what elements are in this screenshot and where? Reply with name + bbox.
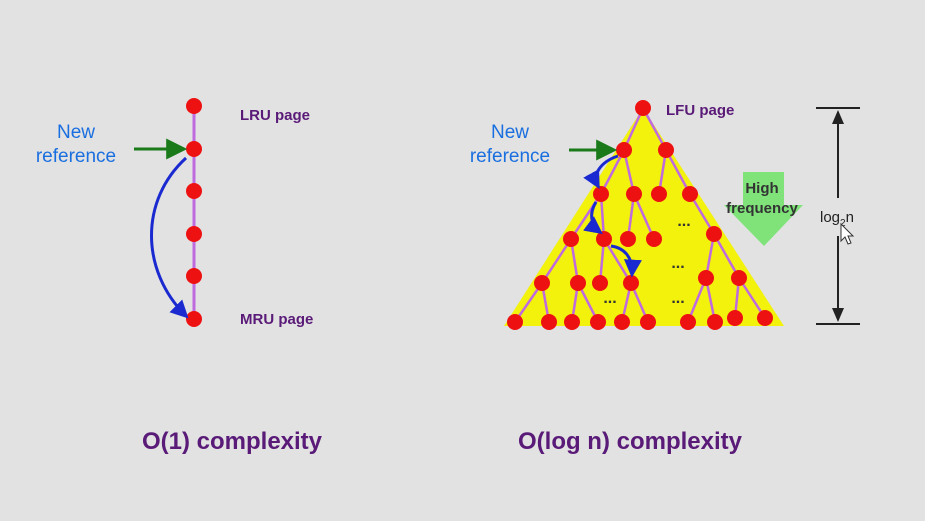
- heap-node: [614, 314, 630, 330]
- heap-node: [593, 186, 609, 202]
- lru-node: [186, 268, 202, 284]
- heap-node: [640, 314, 656, 330]
- high-frequency-label-line2: frequency: [726, 200, 798, 217]
- lru-node: [186, 141, 202, 157]
- lfu-heap-diagram: High frequency: [470, 100, 860, 455]
- ellipsis: ...: [671, 255, 684, 272]
- lru-node: [186, 98, 202, 114]
- heap-node: [698, 270, 714, 286]
- move-to-mru-arrow: [150, 156, 189, 319]
- cursor-icon: [840, 222, 855, 245]
- heap-node: [570, 275, 586, 291]
- heap-node: [592, 275, 608, 291]
- heap-node: [682, 186, 698, 202]
- heap-node: [541, 314, 557, 330]
- heap-node: [646, 231, 662, 247]
- lfu-page-label: LFU page: [666, 102, 734, 119]
- new-reference-label-right-line1: New: [491, 122, 529, 143]
- high-frequency-label-line1: High: [745, 180, 778, 197]
- heap-node: [757, 310, 773, 326]
- lru-node: [186, 311, 202, 327]
- ellipsis: ...: [603, 290, 616, 307]
- heap-node: [616, 142, 632, 158]
- new-reference-label-right-line2: reference: [470, 146, 550, 167]
- heap-node: [626, 186, 642, 202]
- heap-node: [596, 231, 612, 247]
- sift-arrow-3: [610, 244, 642, 278]
- heap-node: [680, 314, 696, 330]
- o1-complexity-caption: O(1) complexity: [142, 428, 323, 455]
- heap-node: [707, 314, 723, 330]
- heap-node: [623, 275, 639, 291]
- heap-node: [534, 275, 550, 291]
- heap-node: [564, 314, 580, 330]
- new-reference-label-left-line2: reference: [36, 146, 116, 167]
- height-arrowhead-up: [832, 110, 844, 124]
- heap-node: [563, 231, 579, 247]
- heap-node: [590, 314, 606, 330]
- heap-node: [706, 226, 722, 242]
- sift-arrow-2: [583, 201, 603, 235]
- log2n-label: log2n: [820, 209, 854, 229]
- mru-page-label: MRU page: [240, 311, 313, 328]
- heap-node: [507, 314, 523, 330]
- lru-page-label: LRU page: [240, 107, 310, 124]
- lru-node: [186, 183, 202, 199]
- ologn-complexity-caption: O(log n) complexity: [518, 428, 743, 455]
- heap-nodes: [507, 100, 773, 330]
- heap-node: [651, 186, 667, 202]
- height-arrowhead-down: [832, 308, 844, 322]
- heap-node: [658, 142, 674, 158]
- heap-node: [727, 310, 743, 326]
- high-frequency-arrow: [724, 172, 803, 246]
- new-reference-label-left-line1: New: [57, 122, 95, 143]
- ellipsis: ...: [677, 213, 690, 230]
- ellipsis: ...: [671, 290, 684, 307]
- lru-list-diagram: New reference LRU page MRU page O(1) com…: [36, 98, 323, 455]
- heap-node: [731, 270, 747, 286]
- heap-node: [620, 231, 636, 247]
- sift-arrow-1: [583, 154, 619, 190]
- lru-node: [186, 226, 202, 242]
- heap-node: [635, 100, 651, 116]
